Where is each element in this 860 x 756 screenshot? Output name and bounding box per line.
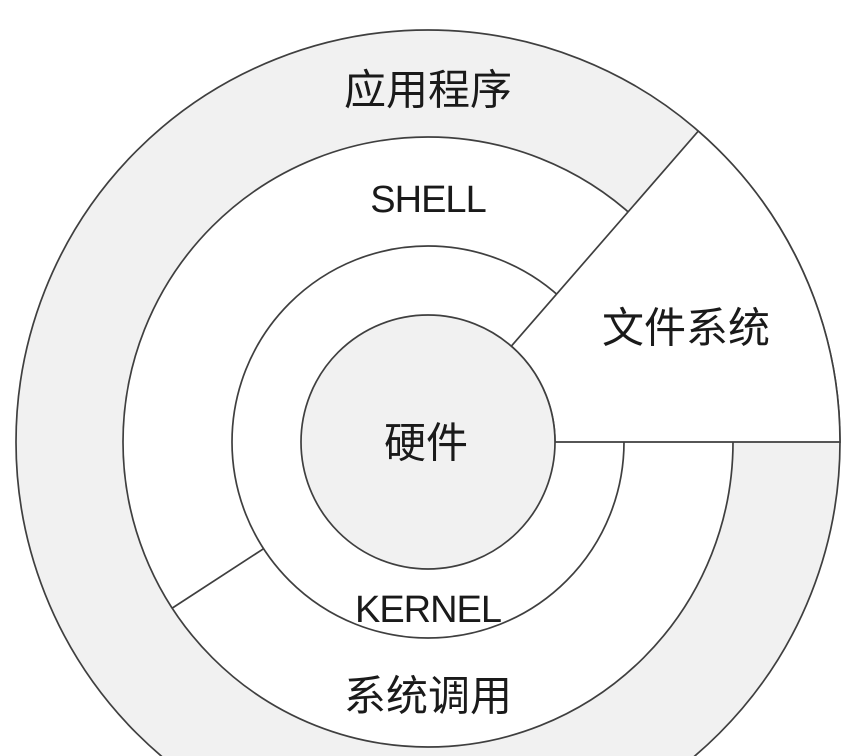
separator-shell-system-call bbox=[171, 547, 265, 609]
label-file-system: 文件系统 bbox=[602, 305, 770, 352]
label-kernel: KERNEL bbox=[355, 589, 501, 631]
circle-hardware bbox=[300, 314, 556, 570]
label-hardware: 硬件 bbox=[384, 420, 468, 467]
label-shell: SHELL bbox=[370, 179, 485, 221]
label-system-call: 系统调用 bbox=[344, 673, 512, 720]
label-applications: 应用程序 bbox=[344, 67, 512, 114]
ring-labels: 应用程序 SHELL 文件系统 硬件 KERNEL 系统调用 bbox=[344, 67, 770, 720]
ring-shapes bbox=[15, 29, 841, 756]
